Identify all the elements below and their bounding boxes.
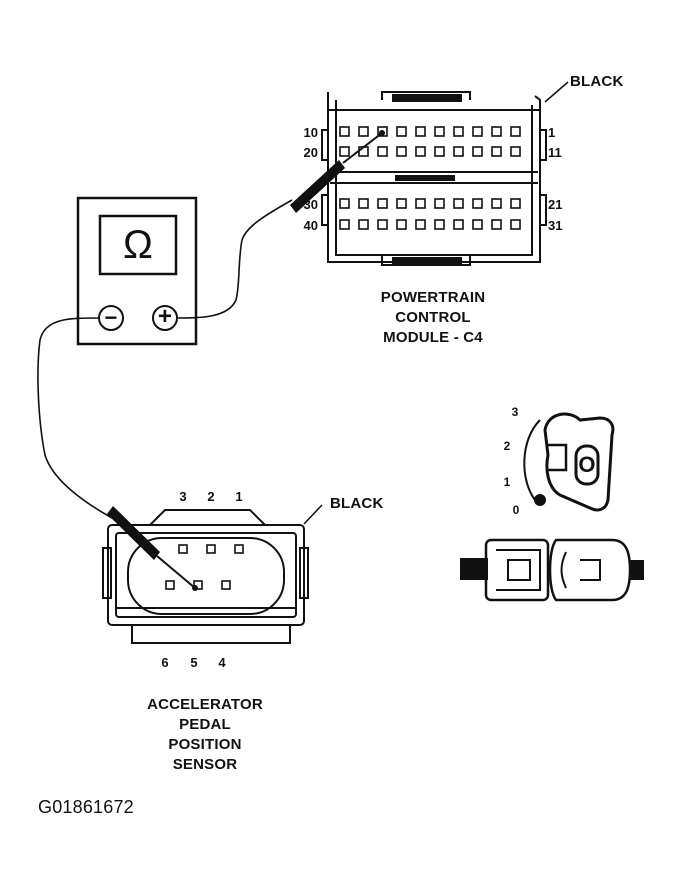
ignition-key-mark: O [578,452,596,477]
pcm-pin-cavity [377,146,388,157]
pcm-pin-cavity [434,198,445,209]
pcm-pin-cavity [453,126,464,137]
pcm-pin-cavity [510,219,521,230]
pcm-pin-cavity [472,126,483,137]
sensor-connector [102,504,323,644]
sensor-color-label: BLACK [330,495,384,512]
pcm-pin-number-left: 40 [304,218,318,233]
pcm-pin-cavity [491,198,502,209]
pcm-title: POWERTRAIN CONTROL MODULE - C4 [348,288,518,348]
sensor-pin-grid: 3 2 1 6 5 4 [161,489,244,670]
pcm-pin-number-right: 11 [548,145,562,160]
ignition-switch-plug [460,538,644,602]
pcm-pin-cavity [510,126,521,137]
sensor-pin-cavity [234,544,244,554]
pcm-pin-cavity [453,219,464,230]
pcm-pin-cavity [339,198,350,209]
pcm-pin-number-left: 20 [304,145,318,160]
sensor-pin-cavity [178,544,188,554]
pcm-pin-cavity [396,126,407,137]
ignition-position-label: 2 [504,439,511,453]
pcm-pin-cavity [434,219,445,230]
pcm-pin-cavity [491,126,502,137]
pcm-pin-cavity [377,198,388,209]
pcm-pin-cavity [472,146,483,157]
sensor-pin-number-bottom: 6 [161,655,168,670]
sensor-pin-cavity [221,580,231,590]
pcm-pin-cavity [510,198,521,209]
sensor-title-line: SENSOR [172,756,238,773]
pcm-pin-cavity [415,146,426,157]
pcm-connector [321,81,569,266]
pcm-pin-cavity [415,219,426,230]
meter-negative-symbol: − [104,305,118,330]
pcm-color-label: BLACK [570,73,624,90]
figure-id: G01861672 [38,797,134,817]
sensor-pin-number-bottom: 5 [190,655,197,670]
pcm-pin-cavity [358,198,369,209]
pcm-pin-cavity [434,126,445,137]
sensor-pin-cavity [206,544,216,554]
ohm-symbol: Ω [122,223,154,267]
sensor-title-line: POSITION [168,736,242,753]
pcm-pin-cavity [377,219,388,230]
pcm-pin-cavity [339,126,350,137]
sensor-pin-number-bottom: 4 [218,655,226,670]
sensor-pin-number-top: 2 [207,489,214,504]
sensor-pin-cavity [193,580,203,590]
sensor-title-line: ACCELERATOR [147,696,263,713]
pcm-pin-cavity [377,126,388,137]
pcm-pin-cavity [339,219,350,230]
pcm-pin-cavity [339,146,350,157]
pcm-pin-cavity [358,219,369,230]
pcm-pin-number-right: 21 [548,197,562,212]
pcm-pin-cavity [510,146,521,157]
pcm-pin-cavity [472,219,483,230]
sensor-title-line: PEDAL [179,716,231,733]
pcm-pin-cavity [491,146,502,157]
ignition-position-label: 1 [504,475,511,489]
pcm-pin-cavity [396,146,407,157]
probe-sensor [107,506,198,591]
pcm-pin-cavity [453,146,464,157]
pcm-pin-cavity [491,219,502,230]
ignition-position-label: 0 [513,503,520,517]
pcm-pin-cavity [415,198,426,209]
pcm-pin-cavity [434,146,445,157]
test-leads [37,199,293,519]
sensor-pin-number-top: 3 [179,489,186,504]
sensor-pin-number-top: 1 [235,489,242,504]
sensor-pin-cavity [165,580,175,590]
pcm-pin-cavity [453,198,464,209]
ignition-position-labels: 3 2 10 [504,405,520,517]
pcm-title-line: POWERTRAIN [380,289,486,306]
pcm-pin-cavity [415,126,426,137]
pcm-pin-cavity [396,198,407,209]
meter-positive-symbol: + [157,303,173,330]
pcm-title-line: MODULE - C4 [383,329,483,346]
probe-pcm [290,130,385,213]
pcm-title-line: CONTROL [395,309,471,326]
sensor-title: ACCELERATOR PEDAL POSITION SENSOR [120,695,290,775]
pcm-pin-number-right: 31 [548,218,562,233]
pcm-pin-number-right: 1 [548,125,555,140]
pcm-pin-cavity [358,126,369,137]
pcm-pin-cavity [472,198,483,209]
ignition-key-icon [523,412,615,512]
ohmmeter [76,196,198,346]
pcm-pin-number-left: 10 [304,125,318,140]
ignition-position-label: 3 [512,405,519,419]
pcm-pin-cavity [396,219,407,230]
